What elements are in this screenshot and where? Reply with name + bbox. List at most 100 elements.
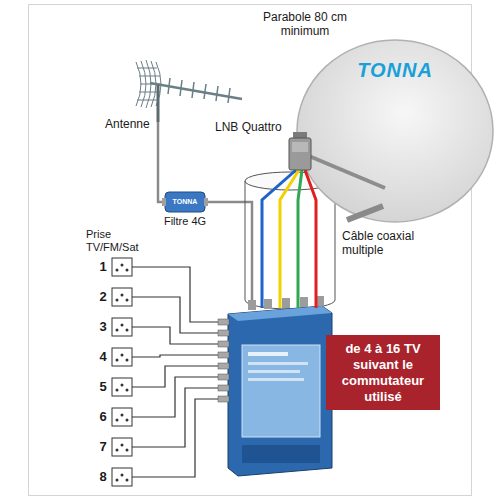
socket-wires	[132, 267, 218, 477]
multiswitch-part	[228, 306, 332, 321]
callout-number: 3	[97, 319, 109, 335]
note-box: de 4 à 16 TV suivant le commutateur util…	[326, 335, 440, 410]
socket-wires-part	[132, 399, 218, 477]
socket-holes-part	[126, 419, 129, 422]
yagi-antenna-part-part	[137, 100, 157, 101]
yagi-antenna-part-part	[137, 68, 157, 69]
brand-logo: TONNA	[345, 58, 445, 82]
note-text: de 4 à 16 TV suivant le commutateur util…	[332, 341, 434, 404]
socket-holes-part	[121, 474, 124, 477]
yagi-antenna-part-part	[168, 78, 170, 94]
yagi-antenna-part-part	[139, 76, 160, 77]
socket-holes-part	[121, 414, 124, 417]
yagi-antenna-part-part	[180, 80, 182, 96]
yagi-antenna-part-part	[216, 86, 218, 101]
multiswitch-part-part	[218, 396, 229, 402]
filter-4g-outline-part	[204, 198, 208, 206]
multiswitch-part	[264, 299, 272, 309]
antenna-label: Antenne	[105, 117, 150, 131]
socket-wires-part	[132, 267, 218, 322]
callout-number: 7	[97, 439, 109, 455]
multiswitch-part-part	[218, 385, 229, 391]
antenna-cable	[158, 122, 166, 202]
callout-number: 5	[97, 379, 109, 395]
wall-sockets-part	[112, 258, 132, 276]
satellite-dish-outline-part	[298, 170, 302, 308]
multiswitch-part-part	[218, 330, 229, 336]
socket-holes-part	[121, 294, 124, 297]
socket-holes-part	[126, 359, 129, 362]
callout-number: 4	[97, 349, 109, 365]
multiswitch-part	[248, 370, 300, 373]
multiswitch-part	[242, 345, 320, 437]
cable-label: Câble coaxial multiple	[342, 229, 422, 258]
socket-heading: Prise TV/FM/Sat	[86, 228, 148, 254]
filter-4g-outline-part	[165, 192, 205, 212]
socket-holes-part	[116, 359, 119, 362]
socket-holes-part	[126, 449, 129, 452]
yagi-antenna-part-part	[204, 84, 206, 99]
satellite-dish-outline-part	[289, 138, 311, 170]
wall-sockets-part	[112, 438, 132, 456]
socket-holes-part	[116, 329, 119, 332]
multiswitch-part	[248, 352, 288, 356]
multiswitch-part-part	[218, 374, 229, 380]
socket-holes-part	[121, 264, 124, 267]
socket-holes-part	[121, 384, 124, 387]
yagi-antenna-part	[168, 78, 230, 103]
multiswitch-part	[242, 445, 320, 463]
multiswitch-part	[248, 300, 256, 310]
socket-holes-part	[126, 479, 129, 482]
wall-sockets-part	[112, 288, 132, 306]
satellite-dish-outline-part	[292, 142, 308, 152]
filter-4g-outline-part	[162, 198, 166, 206]
multiswitch-part	[248, 362, 308, 365]
wall-sockets-part	[112, 378, 132, 396]
brand-logo: TONNA	[165, 192, 205, 212]
wall-sockets-part	[112, 468, 132, 486]
wall-sockets-part	[112, 348, 132, 366]
satellite-dish-outline-part	[297, 40, 493, 222]
socket-holes-part	[126, 299, 129, 302]
socket-holes-part	[121, 324, 124, 327]
socket-wires-part	[132, 377, 218, 417]
multiswitch-part	[248, 378, 304, 381]
callout-number: 6	[97, 409, 109, 425]
cable-sheath	[245, 172, 335, 309]
multiswitch-part	[218, 319, 229, 402]
socket-holes-part	[121, 444, 124, 447]
wall-sockets-part	[112, 318, 132, 336]
yagi-antenna-part	[157, 85, 160, 122]
socket-holes-part	[116, 269, 119, 272]
socket-wires-part	[132, 388, 218, 447]
multiswitch-part-part	[218, 352, 229, 358]
multiswitch-part	[282, 298, 290, 308]
socket-holes-part	[126, 269, 129, 272]
satellite-dish: Parabole 80 cm minimumTONNA	[285, 38, 495, 228]
multiswitch	[218, 296, 332, 476]
wall-sockets-part	[112, 408, 132, 426]
filter-4g: Filtre 4GTONNA	[165, 192, 205, 212]
socket-holes	[116, 264, 129, 482]
dish-heading: Parabole 80 cm minimum	[255, 10, 355, 39]
socket-holes-part	[116, 389, 119, 392]
multiswitch-part-part	[218, 363, 229, 369]
socket-holes-part	[121, 354, 124, 357]
socket-holes-part	[116, 449, 119, 452]
socket-wires-part	[132, 327, 218, 344]
satellite-dish-outline-part	[347, 206, 383, 220]
multiswitch-part-part	[218, 319, 229, 325]
filter-heading: Filtre 4G	[151, 215, 219, 228]
wall-sockets	[112, 258, 132, 486]
socket-holes-part	[116, 419, 119, 422]
callout-number: 2	[97, 289, 109, 305]
cable-sheath-part	[245, 181, 246, 300]
satellite-dish-outline-part	[305, 170, 316, 308]
multiswitch-part	[228, 306, 332, 476]
callout-number: 1	[97, 259, 109, 275]
socket-holes-part	[116, 479, 119, 482]
socket-holes-part	[126, 329, 129, 332]
multiswitch-part	[300, 297, 308, 307]
yagi-antenna	[136, 60, 242, 122]
